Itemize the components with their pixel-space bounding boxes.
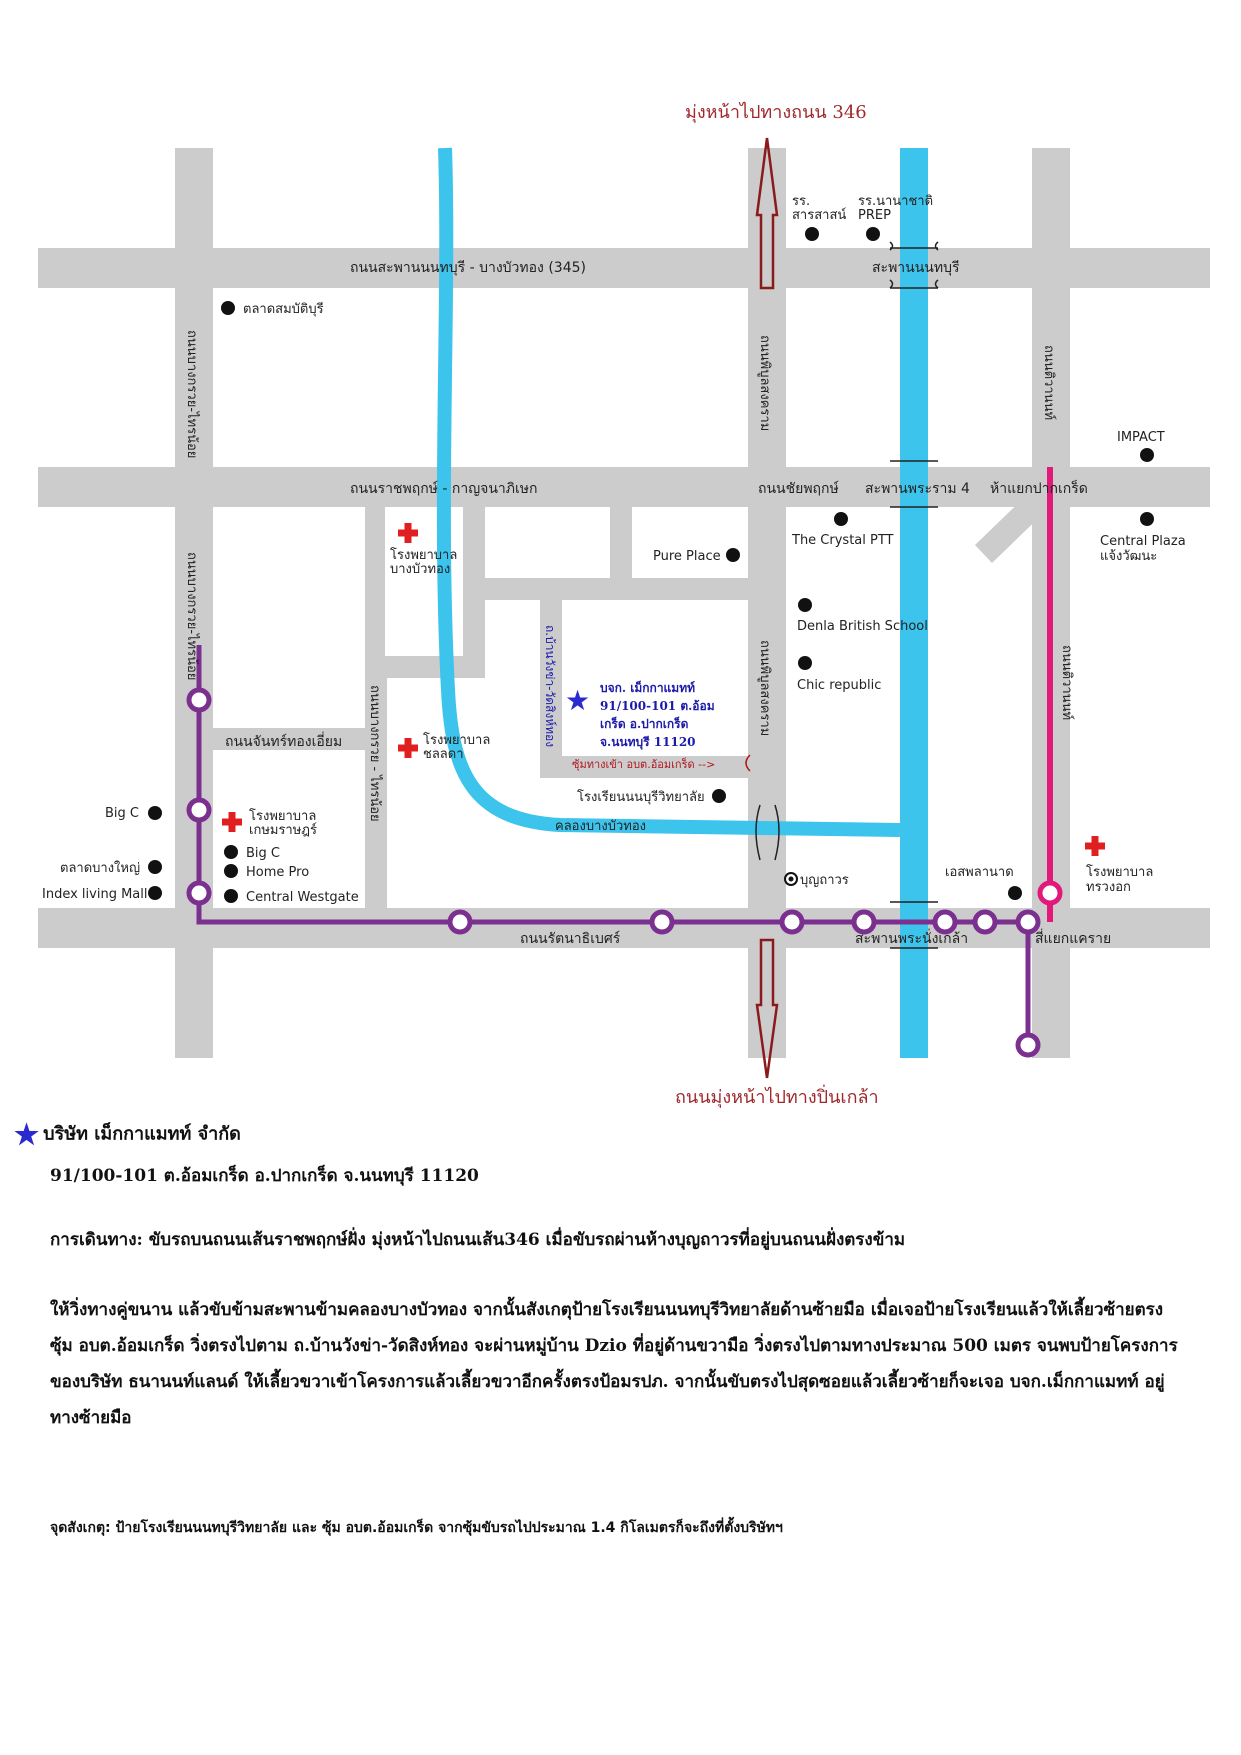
pink-route <box>1037 467 1063 922</box>
label-hosp-moph2: ทรวงอก <box>1086 880 1131 895</box>
road-label-chaiyaphruek: ถนนชัยพฤกษ์ <box>758 480 839 497</box>
road-diagonal <box>975 487 1052 563</box>
hospital-icons <box>222 523 1105 856</box>
company-star-icon: ★ <box>565 684 590 717</box>
company-name-text: บริษัท เม็กกาแมทท์ จำกัด <box>43 1123 241 1145</box>
road-inner-v1 <box>463 507 485 678</box>
road-label-left-lower: ถนนบางกรวย-ไทรน้อย <box>184 552 200 680</box>
label-chic: Chic republic <box>797 678 881 693</box>
road-chan <box>213 728 365 750</box>
label-central-plaza2: แจ้งวัฒนะ <box>1100 549 1157 564</box>
road-middle-horizontal <box>38 467 1210 507</box>
soi-entrance-label: ซุ้มทางเข้า อบต.อ้อมเกร็ด --> <box>572 757 715 771</box>
landmark-note: จุดสังเกตุ: ป้ายโรงเรียนนนทบุรีวิทยาลัย … <box>50 1520 783 1536</box>
label-hosp-kasem2: เกษมราษฎร์ <box>249 822 317 838</box>
road-label-top: ถนนสะพานนนทบุรี - บางบัวทอง (345) <box>350 260 586 276</box>
company-box-line4: จ.นนทบุรี 11120 <box>600 735 696 750</box>
road-center-vertical <box>748 148 786 1058</box>
label-school2b: PREP <box>858 208 891 223</box>
label-market-sombat: ตลาดสมบัติบุรี <box>243 301 324 317</box>
label-central-plaza: Central Plaza <box>1100 534 1186 549</box>
bridge-marks <box>755 241 939 949</box>
label-big-c-left: Big C <box>105 806 139 821</box>
road-label-mid: ถนนบางกรวย - ไทรน้อย <box>367 685 383 822</box>
label-pure-place: Pure Place <box>653 549 721 564</box>
directions-paragraph: ให้วิ่งทางคู่ขนาน แล้วขับข้ามสะพานข้ามคล… <box>50 1300 1178 1428</box>
label-hosp-bbt2: บางบัวทอง <box>390 562 450 577</box>
label-school1: รร. <box>792 194 810 209</box>
label-hosp-chon: โรงพยาบาล <box>423 732 490 748</box>
company-box-line1: บจก. เม็กกาแมทท์ <box>600 680 695 695</box>
purple-line <box>196 645 1028 925</box>
roads <box>38 148 1210 1058</box>
label-crystal: The Crystal PTT <box>791 533 894 548</box>
road-label-bottom: ถนนรัตนาธิเบศร์ <box>520 930 621 947</box>
road-wangkha-h <box>540 756 748 778</box>
south-arrow <box>755 938 779 1079</box>
road-left-vertical <box>175 148 213 1058</box>
intersection-khae-rai: สี่แยกแคราย <box>1035 929 1111 947</box>
road-wangkha <box>540 600 562 778</box>
route-map: มุ่งหน้าไปทางถนน 346 ถนนมุ่งหน้าไปทางปิ่… <box>38 101 1210 1108</box>
north-direction-label: มุ่งหน้าไปทางถนน 346 <box>685 101 867 123</box>
label-denla: Denla British School <box>797 619 928 634</box>
landmark-dots <box>148 227 1154 903</box>
river <box>900 148 928 1058</box>
bridge-rama4: สะพานพระราม 4 <box>865 481 970 497</box>
label-hosp-bbt: โรงพยาบาล <box>390 547 457 563</box>
star-icon: ★ <box>14 1118 40 1151</box>
south-direction-label: ถนนมุ่งหน้าไปทางปิ่นเกล้า <box>675 1084 879 1108</box>
label-school-nonburi: โรงเรียนนนบุรีวิทยาลัย <box>577 789 705 805</box>
road-inner-v2 <box>365 507 385 657</box>
road-top-horizontal <box>38 248 1210 288</box>
purple-stations <box>186 687 1041 1058</box>
label-school1b: สารสาสน์ <box>792 207 846 223</box>
bridge-nang-klao: สะพานพระนั่งเกล้า <box>855 929 968 947</box>
label-school2: รร.นานาชาติ <box>858 194 933 209</box>
road-label-center-lower: ถนนพิบูลสงคราม <box>757 640 772 736</box>
road-inner-v3 <box>610 507 632 578</box>
north-arrow <box>755 137 779 290</box>
road-label-wangkha: ถ.บ้านวังข่า-วัดสิงห์ทอง <box>543 625 557 747</box>
company-name: ★บริษัท เม็กกาแมทท์ จำกัด <box>14 1118 1214 1151</box>
label-hosp-moph: โรงพยาบาล <box>1086 864 1153 880</box>
road-label-left-upper: ถนนบางกรวย-ไทรน้อย <box>184 330 200 458</box>
intersection-pak-kret: ห้าแยกปากเกร็ด <box>990 479 1088 497</box>
soi-bracket <box>745 754 751 772</box>
hospital-icon <box>398 523 418 543</box>
road-label-right-lower: ถนนติวานนท์ <box>1059 645 1075 720</box>
hospital-icon <box>222 812 242 832</box>
road-label-middle: ถนนราชพฤกษ์ - กาญจนาภิเษก <box>350 480 537 497</box>
label-hosp-chon2: ชลลดา <box>423 747 464 762</box>
label-central-westgate: Central Westgate <box>246 890 359 905</box>
road-bottom-horizontal <box>38 908 1210 948</box>
road-inner-h2 <box>485 578 748 600</box>
label-home-pro: Home Pro <box>246 865 309 880</box>
label-esplanade: เอสพลานาด <box>945 865 1014 880</box>
label-index-living: Index living Mall <box>42 887 147 902</box>
canal-label: คลองบางบัวทอง <box>555 819 646 834</box>
route-paragraph: การเดินทาง: ขับรถบนถนนเส้นราชพฤกษ์ฝั่ง ม… <box>50 1230 906 1250</box>
purple-route <box>186 645 1041 1058</box>
label-big-c: Big C <box>246 846 280 861</box>
hospital-icon <box>398 738 418 758</box>
label-bang-yai-market: ตลาดบางใหญ่ <box>60 860 140 876</box>
road-label-chan: ถนนจันทร์ทองเอี่ยม <box>225 732 342 750</box>
company-address: 91/100-101 ต.อ้อมเกร็ด อ.ปากเกร็ด จ.นนทบ… <box>50 1166 479 1186</box>
company-box-line3: เกร็ด อ.ปากเกร็ด <box>600 716 689 731</box>
road-mid-vertical <box>365 668 387 908</box>
hospital-icon <box>1085 836 1105 856</box>
canal <box>436 147 901 837</box>
label-impact: IMPACT <box>1117 430 1165 445</box>
road-label-center-upper: ถนนพิบูลสงคราม <box>757 335 772 431</box>
bridge-nonthaburi: สะพานนนทบุรี <box>872 260 960 276</box>
company-box-line2: 91/100-101 ต.อ้อม <box>600 699 715 713</box>
road-inner-h1 <box>365 656 485 678</box>
label-hosp-kasem: โรงพยาบาล <box>249 808 316 824</box>
road-label-right-upper: ถนนติวานนท์ <box>1041 345 1057 420</box>
label-boonthavorn: บุญถาวร <box>800 873 849 888</box>
